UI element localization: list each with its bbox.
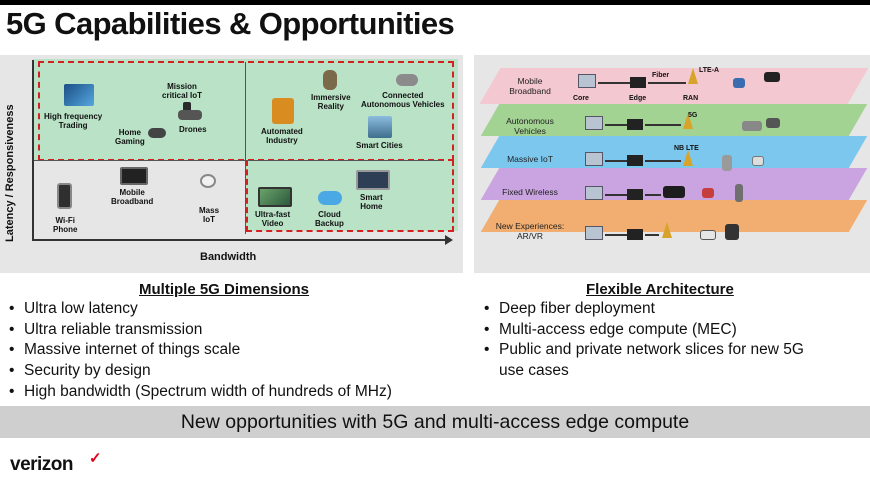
edge-cabinet-icon: [627, 229, 643, 240]
core-server-icon: [585, 116, 603, 130]
layer-label-fixed-wireless: Fixed Wireless: [502, 187, 558, 197]
router-icon: [663, 186, 685, 198]
fiber-link: [605, 124, 627, 126]
edge-cabinet-icon: [630, 77, 646, 88]
y-axis: [32, 60, 34, 240]
slide-title: 5G Capabilities & Opportunities: [6, 6, 455, 41]
quadrant-divider-horizontal: [33, 160, 441, 161]
architecture-item: Public and private network slices for ne…: [481, 340, 804, 381]
fiber-link: [605, 160, 627, 162]
fiber-link: [645, 234, 659, 236]
drone-icon: [178, 110, 202, 120]
node-label-core: Core: [573, 95, 589, 102]
car-icon: [396, 74, 418, 86]
robot-arm-icon: [272, 98, 294, 124]
gamepad-icon: [148, 128, 166, 138]
vr-headset-icon: [700, 230, 716, 240]
layer-label-autonomous-vehicles: Autonomous Vehicles: [506, 116, 554, 136]
use-case-label-smart-cities: Smart Cities: [356, 141, 403, 150]
dimension-item: Massive internet of things scale: [6, 340, 392, 361]
dimension-item: Security by design: [6, 361, 392, 382]
city-icon: [368, 116, 392, 138]
node-label-5g: 5G: [688, 112, 698, 119]
sensor-icon: [752, 156, 764, 166]
opportunities-banner: New opportunities with 5G and multi-acce…: [0, 406, 870, 438]
wind-turbine-icon: [735, 184, 743, 202]
edge-cabinet-icon: [627, 119, 643, 130]
layer-label-mobile-broadband: Mobile Broadband: [509, 76, 551, 96]
tablet-icon: [120, 167, 148, 185]
fiber-link: [645, 124, 681, 126]
use-case-label-wifi-phone: Wi-Fi Phone: [53, 216, 78, 235]
node-label-lte-a: LTE-A: [699, 67, 720, 74]
dimension-item: High bandwidth (Spectrum width of hundre…: [6, 382, 392, 403]
node-label-ran: RAN: [683, 95, 699, 102]
edge-cabinet-icon: [627, 155, 643, 166]
core-server-icon: [585, 186, 603, 200]
vehicle-icon: [742, 121, 762, 131]
core-server-icon: [585, 226, 603, 240]
ran-tower-icon: [688, 68, 698, 84]
quadrant-divider-vertical: [245, 62, 246, 234]
use-case-label-drones: Drones: [179, 125, 207, 134]
x-axis-label: Bandwidth: [200, 251, 257, 263]
use-case-label-immersive-reality: Immersive Reality: [311, 93, 351, 112]
edge-cabinet-icon: [627, 189, 643, 200]
use-case-label-mission-critical-iot: Mission critical IoT: [162, 82, 203, 101]
y-axis-label: Latency / Responsiveness: [4, 104, 16, 242]
trading-screen-icon: [64, 84, 94, 106]
devices-icon: [733, 78, 745, 88]
dimension-item: Ultra low latency: [6, 299, 392, 320]
core-server-icon: [585, 152, 603, 166]
verizon-logo: verizon: [10, 454, 74, 475]
node-label-nb-lte: NB LTE: [674, 145, 699, 152]
vr-headset-icon: [323, 70, 337, 90]
fiber-link: [598, 82, 630, 84]
quadrant-top-left: [33, 59, 246, 161]
dimensions-list: Ultra low latency Ultra reliable transmi…: [6, 299, 392, 403]
camera-icon: [764, 72, 780, 82]
fiber-link: [645, 194, 661, 196]
node-label-fiber: Fiber: [652, 72, 670, 79]
use-case-label-high-frequency-trading: High frequency Trading: [44, 112, 103, 131]
use-case-label-cloud-backup: Cloud Backup: [315, 210, 344, 229]
fiber-link: [605, 234, 627, 236]
use-case-label-automated-industry: Automated Industry: [261, 127, 303, 146]
smart-home-icon: [356, 170, 390, 190]
x-axis: [32, 235, 453, 245]
use-case-label-mass-iot: Mass IoT: [199, 206, 220, 225]
use-case-label-smart-home: Smart Home: [360, 193, 383, 212]
use-case-label-connected-autonomous-vehicles: Connected Autonomous Vehicles: [361, 91, 445, 110]
truck-icon: [766, 118, 780, 128]
fiber-link: [645, 160, 681, 162]
house-icon: [702, 188, 714, 198]
ran-tower-icon: [662, 222, 672, 238]
nb-lte-tower-icon: [683, 150, 693, 166]
cloud-icon: [318, 191, 342, 205]
use-case-label-ultra-fast-video: Ultra-fast Video: [255, 210, 291, 229]
architecture-item: Multi-access edge compute (MEC): [481, 320, 804, 341]
dashed-highlight-bottom: [246, 160, 454, 232]
use-case-label-mobile-broadband: Mobile Broadband: [111, 188, 154, 207]
building-icon: [722, 155, 732, 171]
architecture-item: Deep fiber deployment: [481, 299, 804, 320]
use-case-label-home-gaming: Home Gaming: [115, 128, 145, 147]
ar-display-icon: [725, 224, 739, 240]
video-icon: [258, 187, 292, 207]
layer-label-massive-iot: Massive IoT: [507, 154, 553, 164]
5g-tower-icon: [683, 113, 693, 129]
sensor-icon: [200, 174, 216, 188]
node-label-edge: Edge: [629, 95, 647, 102]
layer-label-new-experiences: New Experiences: AR/VR: [495, 221, 565, 241]
top-rule: [0, 0, 870, 5]
core-server-icon: [578, 74, 596, 88]
section-title-flexible-architecture: Flexible Architecture: [586, 281, 734, 298]
verizon-check-icon: ✓: [89, 450, 102, 467]
fiber-link: [605, 194, 627, 196]
dimension-item: Ultra reliable transmission: [6, 320, 392, 341]
section-title-multiple-5g-dimensions: Multiple 5G Dimensions: [139, 281, 310, 298]
fiber-link: [648, 82, 686, 84]
architecture-list: Deep fiber deployment Multi-access edge …: [481, 299, 804, 382]
phone-icon: [57, 183, 72, 209]
